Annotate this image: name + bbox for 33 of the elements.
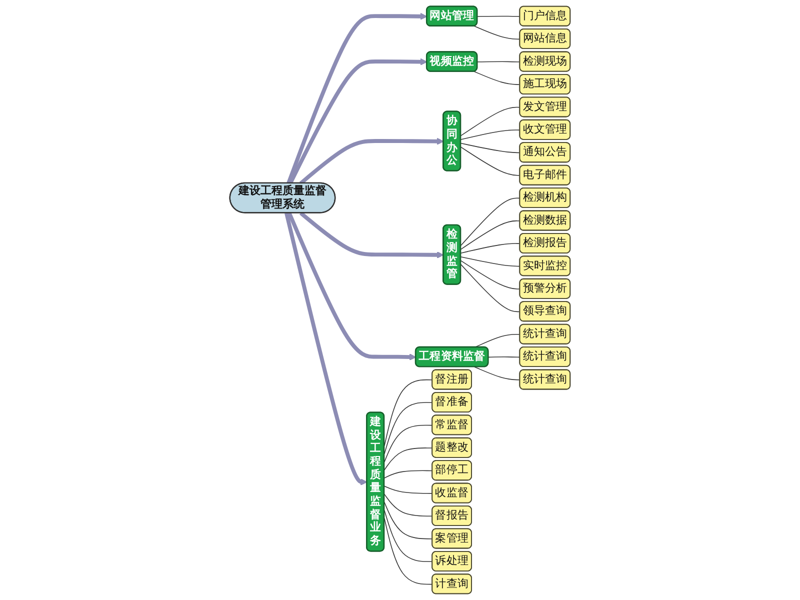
connector <box>460 256 520 267</box>
connector <box>460 142 520 154</box>
connector <box>474 366 520 380</box>
connector <box>460 198 520 246</box>
arrow <box>287 212 416 360</box>
connector <box>460 146 520 176</box>
connector <box>460 106 520 136</box>
connector <box>384 402 433 454</box>
connector <box>384 502 433 540</box>
connector <box>460 264 520 312</box>
connector <box>460 130 520 140</box>
connector <box>384 424 433 462</box>
arrow <box>284 212 368 486</box>
arrow <box>299 211 444 258</box>
connector <box>474 71 520 86</box>
arrow <box>299 138 444 185</box>
connector <box>384 470 433 478</box>
connector <box>384 448 433 470</box>
connector <box>460 243 520 254</box>
connector <box>384 486 433 494</box>
connector <box>477 16 520 17</box>
connector <box>384 379 433 446</box>
connector <box>460 260 520 290</box>
connector <box>384 494 433 517</box>
connector <box>384 510 433 562</box>
connector <box>384 518 433 585</box>
connector <box>488 356 520 358</box>
connector <box>474 26 520 40</box>
arrow <box>286 12 428 184</box>
arrow <box>288 58 428 184</box>
connector <box>460 220 520 250</box>
connector <box>474 334 520 348</box>
connector <box>477 61 520 62</box>
